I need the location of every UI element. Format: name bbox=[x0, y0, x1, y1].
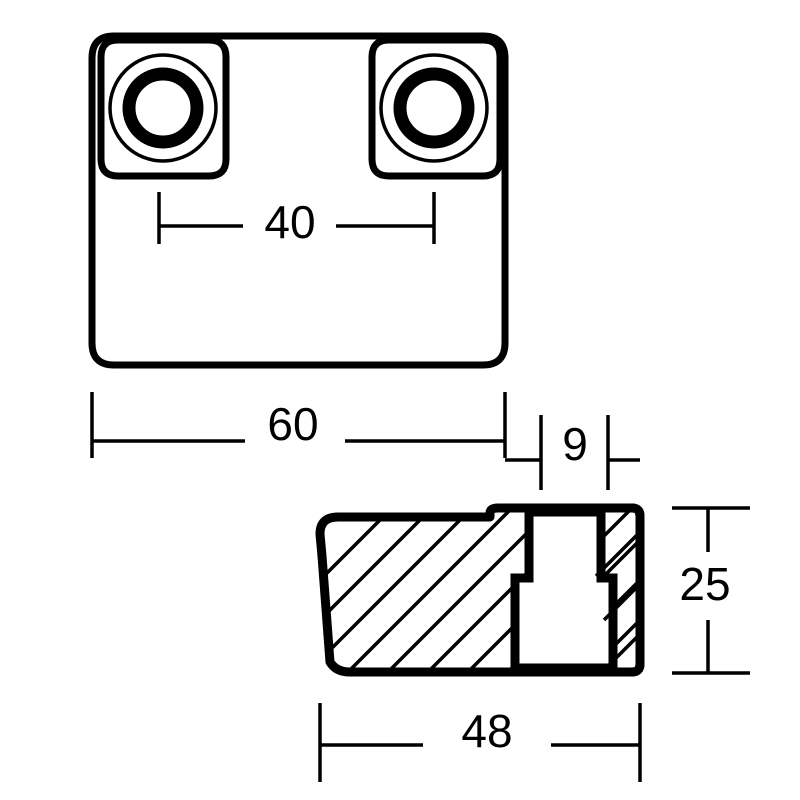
hatch-right-3 bbox=[602, 612, 640, 672]
dimension-section-length: 48 bbox=[318, 703, 642, 782]
counterbore-cavity bbox=[510, 507, 618, 673]
top-view-group: 40 60 9 bbox=[88, 32, 640, 490]
dim-25-text: 25 bbox=[679, 558, 730, 610]
dimension-overall-height: 25 bbox=[672, 506, 750, 675]
left-hole-outer-circle bbox=[108, 53, 218, 163]
dimension-boss-offset: 9 bbox=[505, 415, 640, 490]
right-hole-bore-circle bbox=[393, 67, 475, 149]
left-mounting-hole bbox=[97, 36, 230, 180]
section-view-group: 25 48 bbox=[315, 503, 750, 782]
dim-48-text: 48 bbox=[461, 705, 512, 757]
hatch-right-1 bbox=[594, 510, 640, 578]
dim-60-text: 60 bbox=[267, 398, 318, 450]
right-hole-outer-circle bbox=[379, 53, 489, 163]
right-wall-hatching bbox=[594, 510, 640, 672]
dimension-hole-spacing: 40 bbox=[157, 192, 436, 248]
dim-40-text: 40 bbox=[264, 196, 315, 248]
section-right-wall-edge bbox=[631, 503, 645, 677]
dimension-overall-width: 60 bbox=[90, 392, 507, 458]
dim-9-text: 9 bbox=[562, 418, 588, 470]
left-hole-bore-circle bbox=[122, 67, 204, 149]
hatch-right-2 bbox=[602, 562, 640, 622]
right-mounting-hole bbox=[368, 36, 504, 180]
